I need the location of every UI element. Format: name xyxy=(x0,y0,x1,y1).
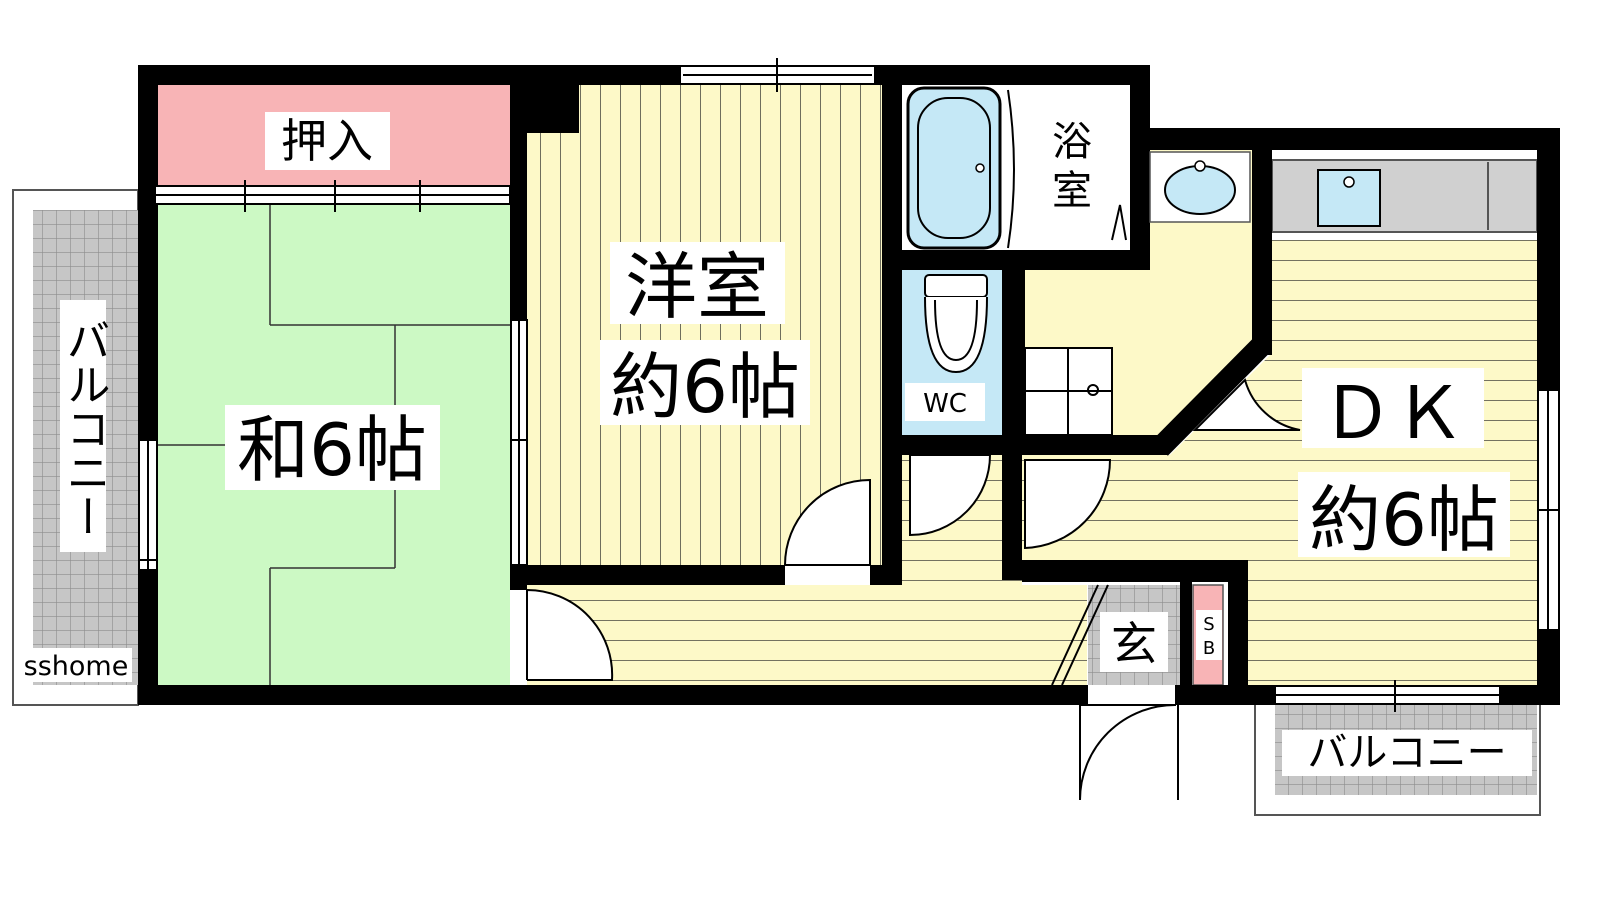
shoebox-label-line2: B xyxy=(1203,638,1215,659)
balcony-bottom-label: バルコニー xyxy=(1307,730,1506,776)
dk-floor xyxy=(1022,240,1537,685)
toilet-label: WC xyxy=(923,389,967,419)
balcony-left xyxy=(12,189,139,706)
doors xyxy=(526,378,1301,801)
yoshitsu-label-line1: 洋室 xyxy=(625,245,769,329)
bathtub xyxy=(906,86,1127,250)
yoshitsu-label-line2: 約6帖 xyxy=(610,345,800,429)
balcony-bottom-right xyxy=(1254,699,1541,816)
hall-floor xyxy=(527,585,1087,685)
genkan-label: 玄 xyxy=(1111,617,1157,671)
diagonal-wall xyxy=(1152,337,1270,456)
washing-machine xyxy=(1024,347,1113,436)
toilet xyxy=(924,274,988,374)
bath-label-line2: 室 xyxy=(1052,168,1092,214)
bath-label-line1: 浴 xyxy=(1052,119,1092,165)
walls xyxy=(138,65,1560,705)
shoebox-label-line1: S xyxy=(1203,614,1214,635)
watermark: sshome xyxy=(24,651,129,682)
label-plates xyxy=(20,112,1510,682)
kitchen-counter xyxy=(1271,159,1538,233)
washitsu-label: 和6帖 xyxy=(237,408,427,492)
dk-label-line1: ＤＫ xyxy=(1321,371,1465,455)
yoshitsu-floor xyxy=(527,85,882,565)
wash-basin xyxy=(1149,151,1251,223)
windows xyxy=(138,58,1560,712)
dk-label-line2: 約6帖 xyxy=(1309,478,1499,562)
kitchen-sink xyxy=(1317,162,1489,230)
balcony-left-label: バルコニー xyxy=(59,318,110,538)
closet-label: 押入 xyxy=(281,114,373,168)
